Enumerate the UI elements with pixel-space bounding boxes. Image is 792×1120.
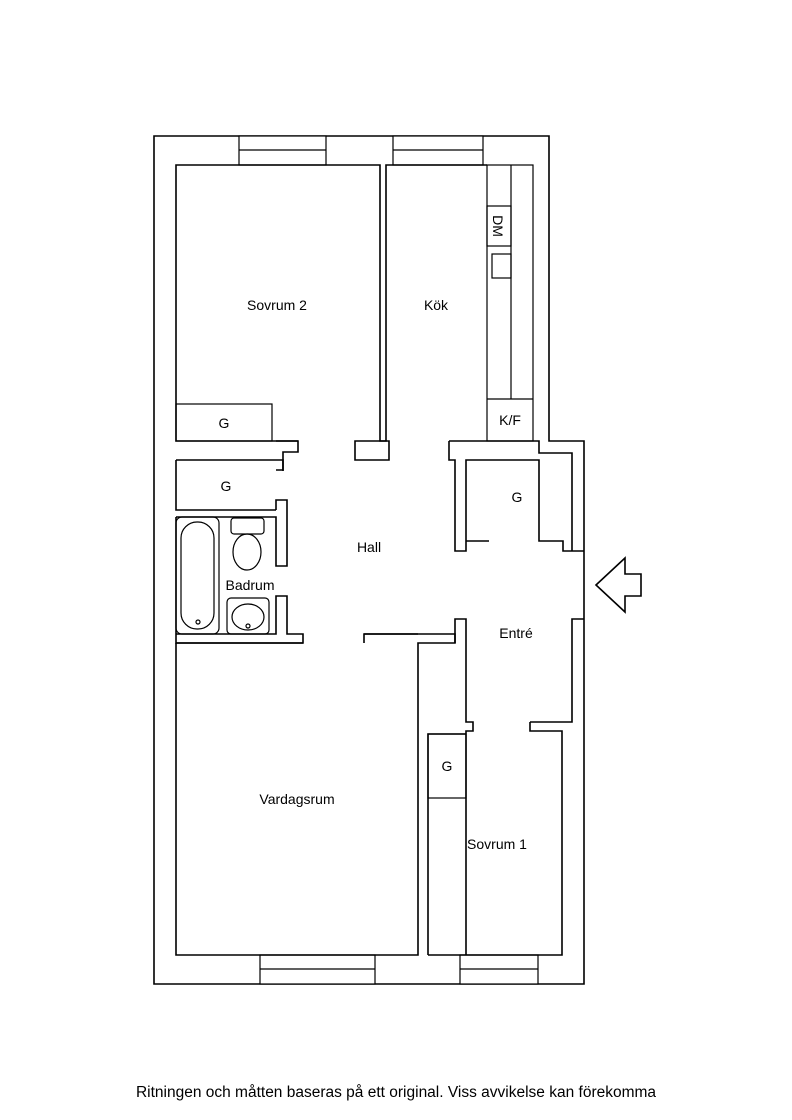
closet-sovrum-1 — [427, 733, 467, 799]
toilet — [230, 517, 265, 571]
label-kok: Kök — [424, 297, 449, 313]
footer-disclaimer: Ritningen och måtten baseras på ett orig… — [135, 1084, 657, 1101]
label-sovrum-2: Sovrum 2 — [247, 297, 307, 313]
label-entre: Entré — [499, 625, 533, 641]
window-top-right — [392, 135, 484, 166]
window-bottom-right — [459, 954, 539, 985]
label-kf: K/F — [499, 412, 521, 428]
room-sovrum-1-walls — [427, 618, 584, 956]
window-bottom-left — [259, 954, 376, 985]
kitchen-counter — [486, 164, 534, 442]
label-g-entre: G — [512, 489, 523, 505]
label-hall: Hall — [357, 539, 381, 555]
room-badrum-walls — [175, 499, 304, 644]
label-g-sovrum-2: G — [219, 415, 230, 431]
sink — [226, 597, 270, 635]
hall-wall-stub-a — [276, 440, 299, 471]
label-vardagsrum: Vardagsrum — [259, 791, 334, 807]
outer-wall — [153, 135, 585, 985]
closet-entre — [448, 440, 584, 552]
label-g-sovrum-1: G — [442, 758, 453, 774]
window-top-left — [238, 135, 327, 166]
room-sovrum-2-walls — [175, 164, 487, 442]
label-sovrum-1: Sovrum 1 — [467, 836, 527, 852]
closet-sovrum-2 — [175, 403, 273, 442]
label-g-hall: G — [221, 478, 232, 494]
entrance-arrow-icon — [594, 556, 642, 614]
kitchen-stub-wall — [354, 440, 390, 461]
label-badrum: Badrum — [225, 577, 274, 593]
label-dm: DM — [490, 215, 506, 237]
bathtub — [175, 516, 220, 635]
